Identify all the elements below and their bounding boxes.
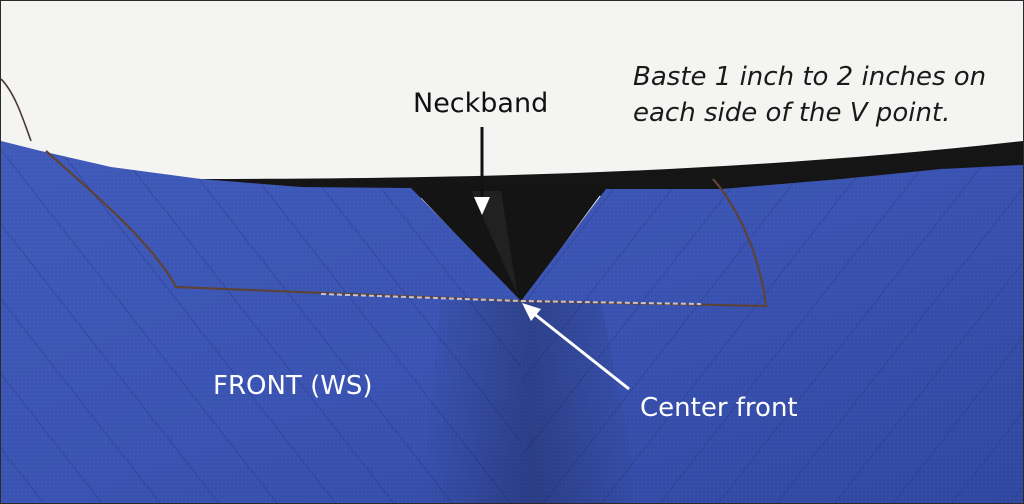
neckband-arrowhead: [474, 197, 490, 215]
basting-stitch: [45, 150, 768, 308]
center-front-arrow: [532, 311, 630, 391]
instruction-note: Baste 1 inch to 2 inches on each side of…: [633, 59, 1003, 131]
instruction-line-2: each side of the V point.: [633, 98, 951, 128]
instruction-line-1: Baste 1 inch to 2 inches on: [633, 62, 987, 92]
loose-thread: [1, 78, 32, 142]
center-front-arrowhead: [522, 303, 541, 321]
front-ws-label: FRONT (WS): [213, 371, 373, 401]
white-stitch: [320, 293, 702, 305]
neckband-label: Neckband: [413, 88, 549, 119]
center-front-label: Center front: [640, 393, 798, 423]
